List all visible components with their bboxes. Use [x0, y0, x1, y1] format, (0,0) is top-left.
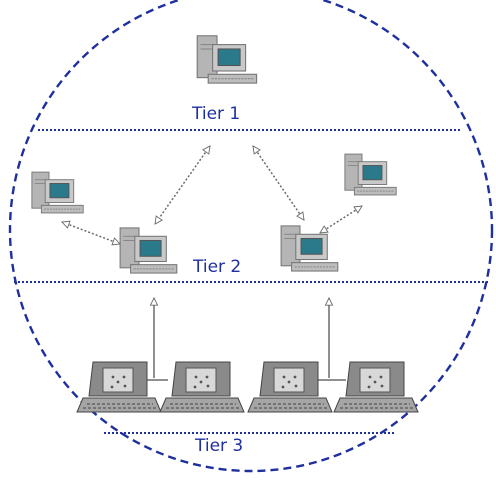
tier-3-label: Tier 3 — [195, 436, 244, 456]
tier2-left-computer-icon — [119, 227, 178, 274]
tier-1-label: Tier 1 — [192, 104, 241, 124]
tier-2-label: Tier 2 — [193, 257, 242, 277]
arrow-tier2-left-client — [62, 222, 120, 244]
tier3-terminal-4-icon — [333, 361, 419, 413]
arrow-tier1-to-tier2-right — [252, 146, 305, 220]
arrow-tier2-right-client — [320, 205, 362, 234]
tier1-server-computer-icon — [196, 35, 258, 84]
arrow-tier1-to-tier2-left — [154, 146, 211, 224]
network-boundary — [8, 0, 494, 473]
tier2-right-computer-icon — [280, 225, 339, 272]
tier2-right-client-computer-icon — [344, 153, 397, 196]
tier2-left-client-computer-icon — [31, 171, 84, 214]
tier3-terminal-3-icon — [247, 361, 333, 413]
tier3-terminal-2-icon — [159, 361, 245, 413]
tier3-terminal-1-icon — [76, 361, 162, 413]
